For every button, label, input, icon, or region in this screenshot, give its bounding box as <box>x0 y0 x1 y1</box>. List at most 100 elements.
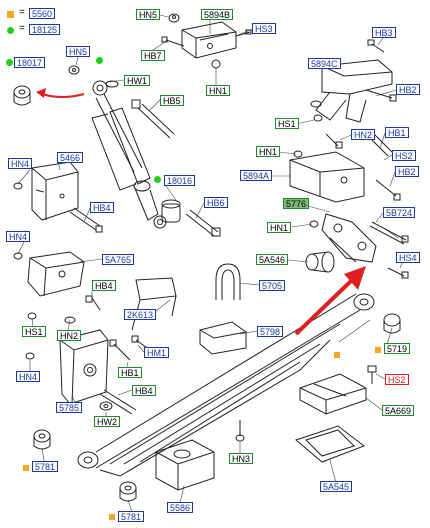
label-hn4-left: HN4 <box>8 158 33 169</box>
orange-marker-5781-left <box>23 465 29 471</box>
label-5719: 5719 <box>384 343 411 354</box>
bushing-18016 <box>161 199 181 223</box>
red-arrow-right-head <box>344 266 366 290</box>
label-hb5: HB5 <box>160 95 184 106</box>
red-arrow-top-left <box>41 93 85 98</box>
bolt-hb7 <box>161 36 185 47</box>
label-hb1-low: HB1 <box>118 367 142 378</box>
label-hn5: HN5 <box>136 9 161 20</box>
label-hs1-right: HS1 <box>275 118 299 129</box>
label-hw2: HW2 <box>94 416 120 427</box>
bracket-5466 <box>31 161 79 221</box>
label-hb4-low: HB4 <box>132 385 156 396</box>
bolt-hb4-mid <box>85 295 101 311</box>
bolt-hs3 <box>235 29 252 37</box>
label-hs3: HS3 <box>252 23 276 34</box>
bolt-hs2 <box>367 365 377 384</box>
label-5781-left: 5781 <box>32 461 59 472</box>
label-5586: 5586 <box>167 502 194 513</box>
red-arrow-right <box>294 278 354 336</box>
nut-hn4-low <box>25 352 35 360</box>
bolt-hb5 <box>131 99 175 139</box>
label-hb4-mid: HB4 <box>92 280 116 291</box>
label-hw1: HW1 <box>124 75 150 86</box>
nut-hn5-top <box>168 13 180 23</box>
label-5894a: 5894A <box>240 170 273 181</box>
label-hb2-top: HB2 <box>396 84 420 95</box>
washer-hw2 <box>99 401 113 411</box>
label-5798: 5798 <box>257 326 284 337</box>
label-hb4-left: HB4 <box>90 202 114 213</box>
label-hn2-right: HN2 <box>351 129 376 140</box>
u-bolt-5705 <box>215 263 241 300</box>
nut-hn2-right <box>325 133 343 149</box>
label-18016: 18016 <box>164 175 196 186</box>
shock-absorber <box>91 80 167 229</box>
legend-green-marker <box>7 27 14 34</box>
bolt-hs1-right <box>313 114 323 122</box>
label-hs2: HS2 <box>385 374 409 385</box>
bolt-hb1-right <box>369 133 393 157</box>
bushing-5781-bottom <box>119 481 137 502</box>
label-18017: 18017 <box>14 57 46 68</box>
label-hs4: HS4 <box>396 252 420 263</box>
washer-hw1 <box>105 80 119 88</box>
label-5894c: 5894C <box>308 58 341 69</box>
bolt-5b724 <box>369 221 409 245</box>
bolt-hs1-left <box>27 312 37 320</box>
label-hn3: HN3 <box>229 453 254 464</box>
legend-green-code: 18125 <box>29 24 61 35</box>
legend-equals-1: = <box>19 7 25 18</box>
bolt-hb6 <box>185 209 221 237</box>
orange-marker-5719-label <box>375 347 381 353</box>
orange-marker-5781-bottom <box>109 514 115 520</box>
bushing-18017 <box>13 85 31 106</box>
label-hb1-right: HB1 <box>385 127 409 138</box>
label-2k613: 2K613 <box>124 309 157 320</box>
label-hs2-right: HS2 <box>392 150 416 161</box>
label-5776: 5776 <box>283 198 310 209</box>
green-marker-18016 <box>154 176 161 183</box>
nut-hn1-top <box>211 59 221 69</box>
nut-hn5-left <box>68 65 80 75</box>
bolt-hb2-top <box>365 89 397 102</box>
label-5b724: 5B724 <box>383 207 416 218</box>
label-5a545: 5A545 <box>320 481 353 492</box>
bushing-5781-left <box>33 429 51 450</box>
bracket-5894a <box>289 151 365 203</box>
label-hn1-mid: HN1 <box>256 146 281 157</box>
label-5a546: 5A546 <box>256 254 289 265</box>
bracket-5894c <box>310 59 393 123</box>
label-hb2-mid: HB2 <box>395 166 419 177</box>
bolt-hb1-low <box>109 339 131 361</box>
shackle-5776 <box>321 213 377 263</box>
orange-marker-5719 <box>334 352 340 358</box>
nut-hn3 <box>235 420 245 442</box>
label-5894b: 5894B <box>201 9 234 20</box>
leaf-spring <box>77 293 375 477</box>
label-hb7: HB7 <box>141 50 165 61</box>
label-hn1-low: HN1 <box>267 222 292 233</box>
label-5785: 5785 <box>56 402 83 413</box>
bushing-5a546 <box>305 251 335 273</box>
bracket-5894b <box>181 21 237 59</box>
label-hb3: HB3 <box>372 27 396 38</box>
bump-stop-5719 <box>383 313 401 334</box>
bolt-hb2-mid <box>375 179 401 201</box>
block-5586 <box>155 439 215 491</box>
bracket-2k613 <box>131 277 177 331</box>
bracket-5a765 <box>27 251 85 297</box>
bolt-hs4 <box>387 267 409 279</box>
label-hb6: HB6 <box>204 197 228 208</box>
label-hn1-top: HN1 <box>206 85 231 96</box>
leader-lines <box>17 14 405 513</box>
bolt-hb4-left <box>69 207 103 233</box>
label-5a669: 5A669 <box>382 405 415 416</box>
label-hn2-left: HN2 <box>57 330 82 341</box>
plate-5a545 <box>294 425 366 463</box>
nut-hn1-low <box>309 220 319 228</box>
spacer-5798 <box>199 321 247 355</box>
green-marker-shock-top <box>96 57 103 64</box>
bolt-hb4-low <box>99 389 137 415</box>
